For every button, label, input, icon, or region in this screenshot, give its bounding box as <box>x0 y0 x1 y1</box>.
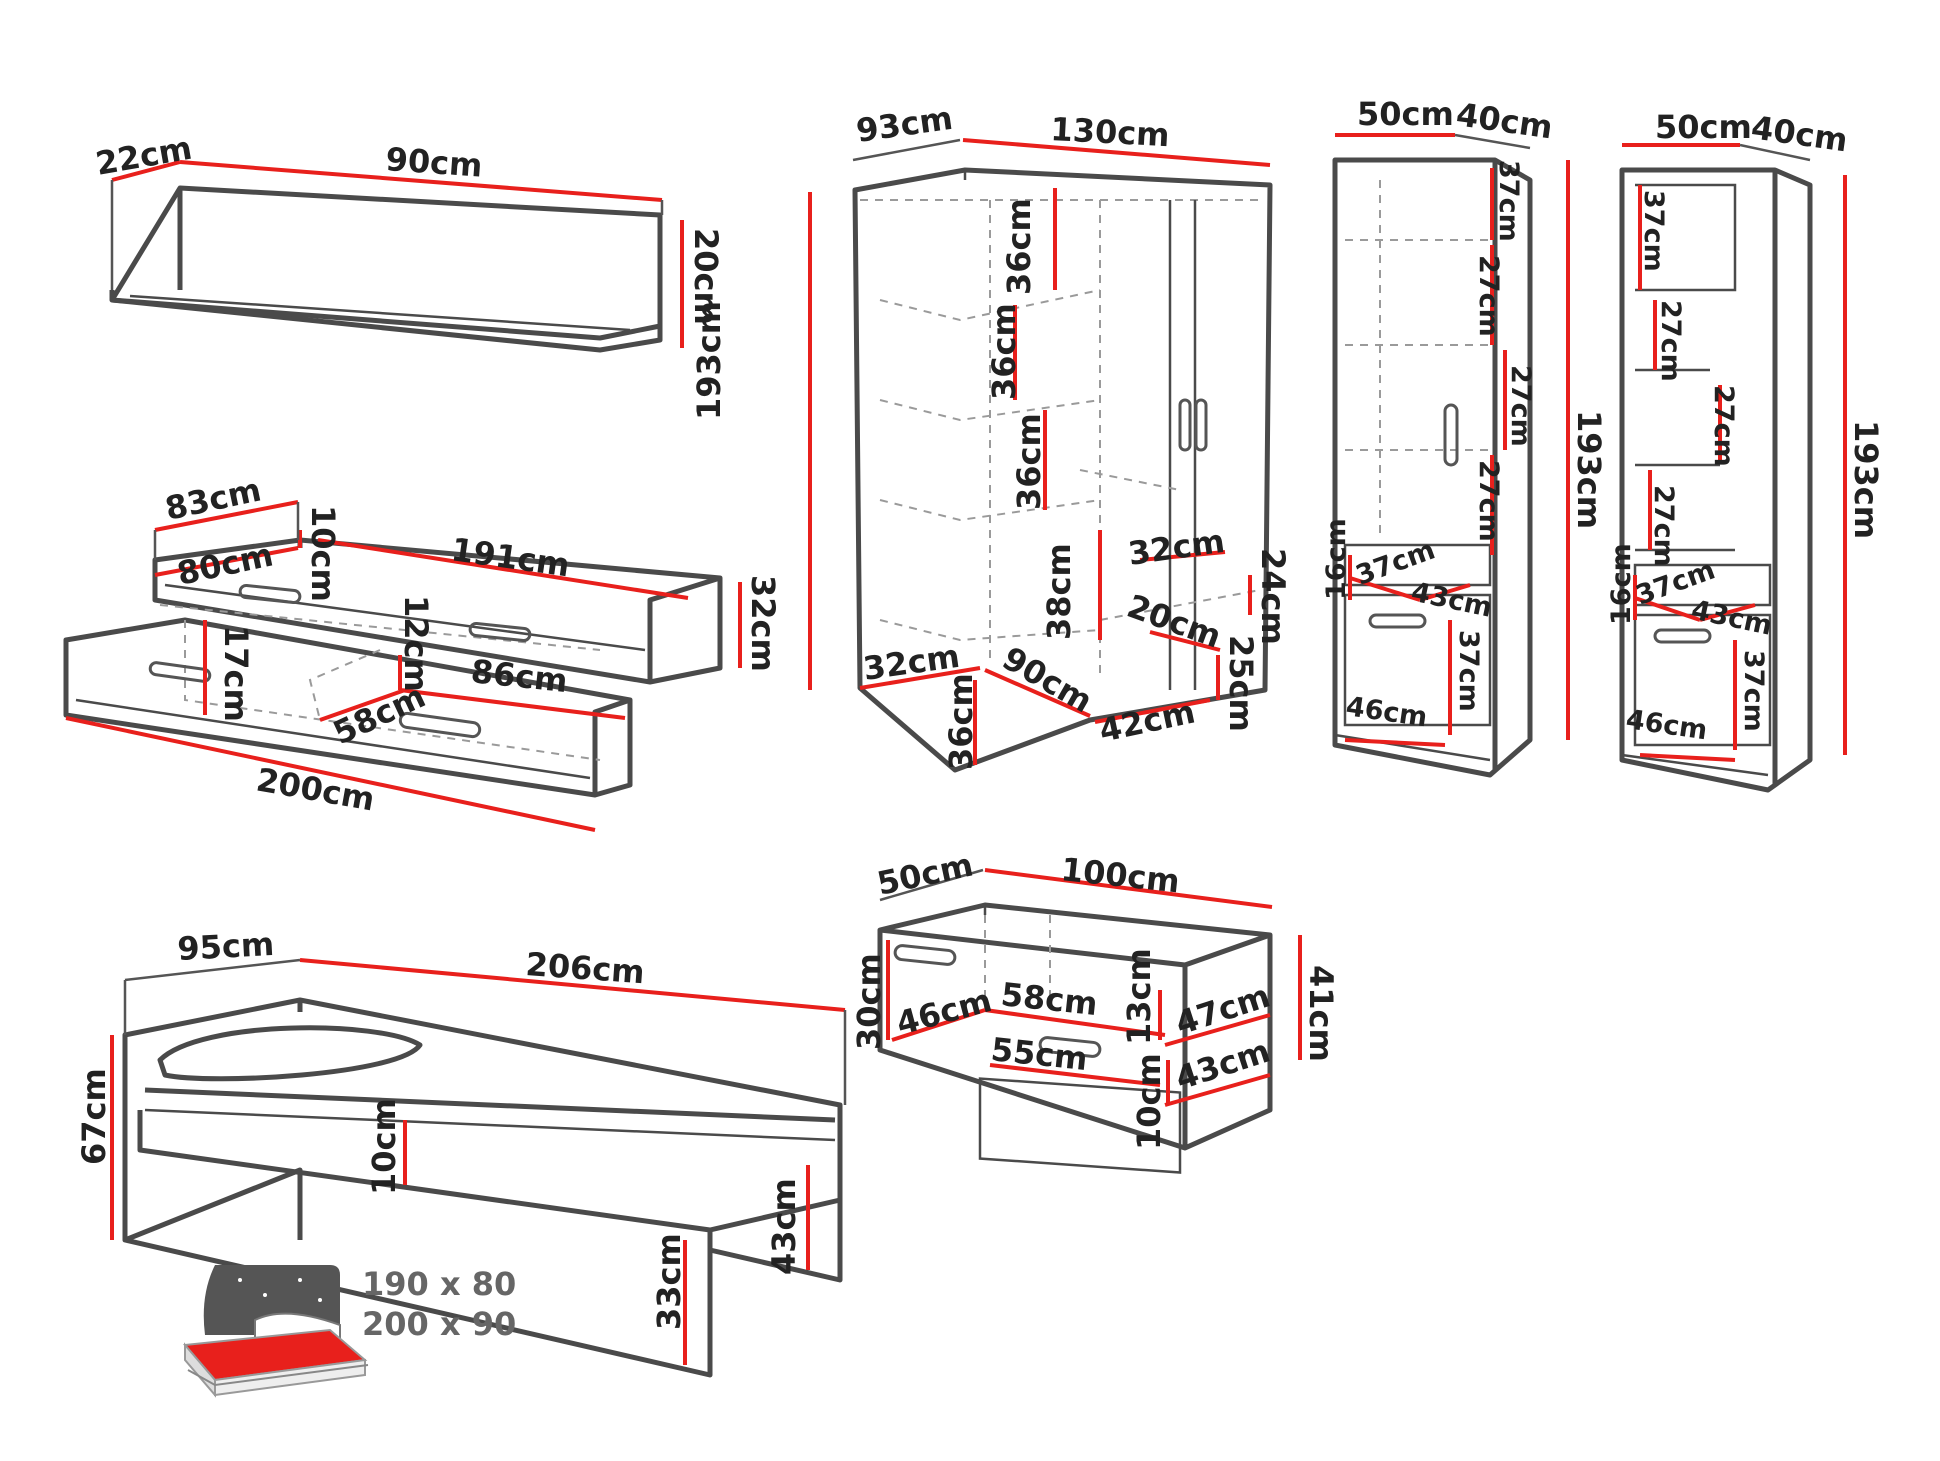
cabinet-width-label: 50cm <box>1357 95 1454 133</box>
wardrobe-compartment-height-label: 24cm <box>1254 548 1292 645</box>
desk-base-height-label: 10cm <box>1130 1053 1168 1150</box>
wardrobe-shelf-1-label: 36cm <box>1000 198 1038 295</box>
desk-width-label: 100cm <box>1059 850 1181 900</box>
cabinet-drawer-height-label: 16cm <box>1321 518 1352 600</box>
wardrobe-shelf-4-label: 38cm <box>1040 543 1078 640</box>
cabinet-lower-width-label: 46cm <box>1344 691 1429 733</box>
wardrobe-base-label: 36cm <box>942 673 980 770</box>
bookcase: 50cm 40cm 193cm 37cm 27cm 27cm 27cm 16cm… <box>1606 108 1885 793</box>
shelf-height-label: 20cm <box>687 228 725 325</box>
shelf-depth-label: 22cm <box>93 129 195 183</box>
bookcase-depth-label: 40cm <box>1749 108 1850 159</box>
desk-side-height-label: 30cm <box>850 953 888 1050</box>
bed-depth-label: 95cm <box>176 925 275 968</box>
bookcase-shelf-2-label: 27cm <box>1655 300 1686 382</box>
wardrobe-shelf-3-label: 36cm <box>1010 413 1048 510</box>
mattress-size-1: 190 x 80 <box>362 1265 516 1303</box>
bed-length-label: 206cm <box>524 945 645 991</box>
desk-height-label: 41cm <box>1302 965 1340 1062</box>
mattress-size-badge: 190 x 80 200 x 90 <box>182 1265 516 1398</box>
wardrobe-height-label: 193cm <box>690 301 728 420</box>
mattress-night-icon <box>182 1265 369 1398</box>
cabinet-shelf-4-label: 27cm <box>1473 460 1504 542</box>
single-bed: 95cm 206cm 67cm 10cm 43cm 33cm <box>75 925 847 1378</box>
trundle-drawer-height-label: 17cm <box>217 625 255 722</box>
desk-side-depth-label: 46cm <box>892 981 995 1043</box>
desk-depth-label: 50cm <box>874 846 977 903</box>
desk-drawer-gap-label: 13cm <box>1120 948 1158 1045</box>
cabinet-lower-height-label: 37cm <box>1453 630 1484 712</box>
trundle-drawer-length-label: 86cm <box>469 652 569 700</box>
wardrobe-lower-height-label: 25cm <box>1222 635 1260 732</box>
trundle-drawer-depth-label: 58cm <box>327 677 431 752</box>
cabinet-shelf-2-label: 27cm <box>1473 255 1504 337</box>
bookcase-drawer-height-label: 16cm <box>1606 543 1637 625</box>
bed-mattress-height-label: 10cm <box>365 1098 403 1195</box>
wardrobe-compartment-width-label: 32cm <box>1126 522 1227 573</box>
wall-shelf: 22cm 90cm 20cm <box>93 129 725 353</box>
trundle-inner-depth-label: 80cm <box>174 536 277 593</box>
wardrobe-width-label: 130cm <box>1050 110 1171 154</box>
cabinet-shelf-1-label: 37cm <box>1493 160 1524 242</box>
cabinet-depth-label: 40cm <box>1454 95 1555 146</box>
tall-cabinet: 50cm 40cm 193cm 37cm 27cm 27cm 27cm 16cm… <box>1321 95 1608 778</box>
wardrobe-compartment-depth-label: 20cm <box>1122 587 1226 656</box>
trundle-length-label: 191cm <box>449 530 572 584</box>
bookcase-height-label: 193cm <box>1847 420 1885 539</box>
wardrobe-depth-label: 93cm <box>854 99 955 150</box>
bookcase-shelf-4-label: 27cm <box>1648 485 1679 567</box>
cabinet-height-label: 193cm <box>1570 410 1608 529</box>
mattress-size-2: 200 x 90 <box>362 1305 516 1343</box>
wardrobe-front-label: 90cm <box>996 639 1099 720</box>
bookcase-shelf-1-label: 37cm <box>1638 190 1669 272</box>
wardrobe-base-width-label: 42cm <box>1096 693 1199 750</box>
shelf-width-label: 90cm <box>384 140 483 185</box>
trundle-bed: 83cm 80cm 10cm 191cm 32cm 12cm 17cm 86cm… <box>63 471 782 832</box>
trundle-height-label: 32cm <box>744 575 782 672</box>
cabinet-shelf-3-label: 27cm <box>1505 365 1536 447</box>
bed-clearance-label: 33cm <box>650 1233 688 1330</box>
desk: 50cm 100cm 41cm 30cm 46cm 58cm 13cm 47cm… <box>850 846 1340 1174</box>
bed-headboard-height-label: 67cm <box>75 1068 113 1165</box>
bookcase-lower-width-label: 46cm <box>1624 704 1709 746</box>
bookcase-drawer-width-label: 43cm <box>1689 595 1775 642</box>
desk-drawer2-width-label: 55cm <box>989 1030 1089 1078</box>
bookcase-shelf-3-label: 27cm <box>1708 385 1739 467</box>
bookcase-lower-height-label: 37cm <box>1738 650 1769 732</box>
wardrobe-shelf-2-label: 36cm <box>985 303 1023 400</box>
bookcase-width-label: 50cm <box>1655 108 1752 146</box>
bed-footboard-height-label: 43cm <box>765 1178 803 1275</box>
trundle-frame-height-label: 10cm <box>304 505 342 602</box>
trundle-drawer-gap-label: 12cm <box>397 595 435 692</box>
